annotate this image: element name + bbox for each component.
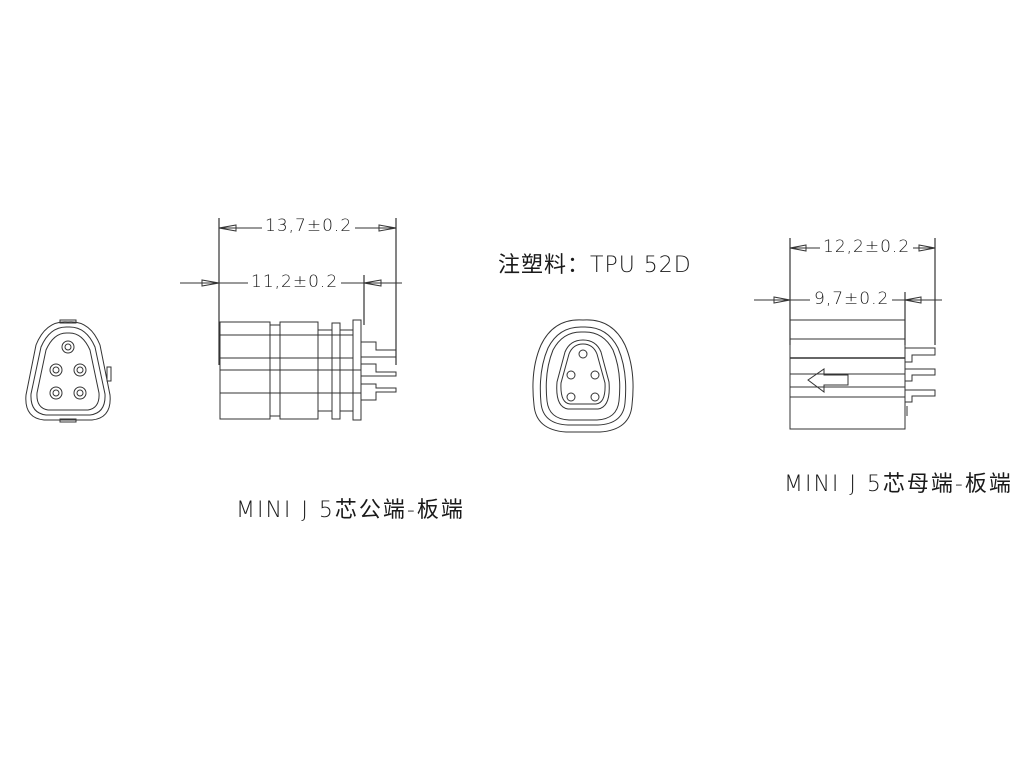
insert-direction-arrow-icon	[807, 368, 849, 393]
male-connector-title: MINI J 5芯公端-板端	[236, 498, 465, 523]
male-pins	[49, 340, 87, 400]
female-sockets	[566, 349, 600, 402]
female-dim-overall: 12,2±0.2	[820, 237, 914, 257]
male-front-view	[25, 319, 112, 423]
female-side-view	[754, 238, 942, 430]
material-note: 注塑料：TPU 52D	[498, 253, 692, 278]
male-side-view	[180, 218, 402, 421]
male-dim-overall: 13,7±0.2	[262, 216, 356, 236]
female-connector-title: MINI J 5芯母端-板端	[784, 472, 1013, 497]
female-dim-body: 9,7±0.2	[811, 289, 893, 309]
male-dim-body: 11,2±0.2	[248, 272, 342, 292]
female-front-view	[532, 319, 634, 433]
